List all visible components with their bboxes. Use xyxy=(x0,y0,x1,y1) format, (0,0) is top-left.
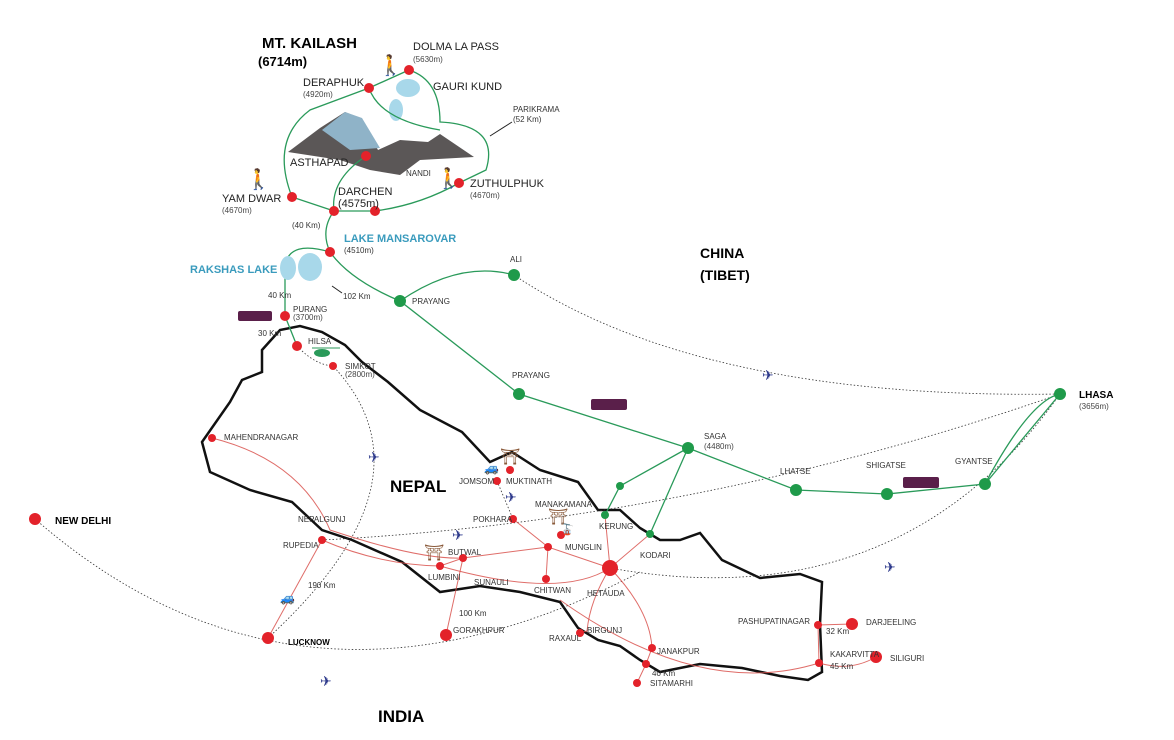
region-nepal: NEPAL xyxy=(390,477,446,496)
svg-text:KODARI: KODARI xyxy=(640,551,671,560)
svg-text:NEW DELHI: NEW DELHI xyxy=(55,516,111,527)
hiker-icon: 🚶 xyxy=(436,166,461,190)
svg-text:DERAPHUK: DERAPHUK xyxy=(303,77,365,89)
airplane-icon: ✈ xyxy=(505,489,517,505)
svg-text:MAHENDRANAGAR: MAHENDRANAGAR xyxy=(224,433,298,442)
svg-text:MUNGLIN: MUNGLIN xyxy=(565,543,602,552)
parikrama-label: PARIKRAMA xyxy=(513,105,560,114)
svg-text:LHASA: LHASA xyxy=(1079,390,1113,401)
kailash-elevation: (6714m) xyxy=(258,54,307,69)
svg-text:SIMKOT: SIMKOT xyxy=(345,362,376,371)
svg-text:ZUTHULPHUK: ZUTHULPHUK xyxy=(470,178,545,190)
svg-text:40 Km: 40 Km xyxy=(652,669,675,678)
svg-text:RUPEDIA: RUPEDIA xyxy=(283,541,319,550)
svg-text:GYANTSE: GYANTSE xyxy=(955,457,993,466)
place-labels: DOLMA LA PASS (5630m) DERAPHUK(4920m) GAU… xyxy=(55,41,1113,688)
temple-icon: ⛩ xyxy=(548,508,568,526)
svg-text:SUNAULI: SUNAULI xyxy=(474,578,509,587)
svg-text:(3656m): (3656m) xyxy=(1079,402,1109,411)
svg-text:LUMBINI: LUMBINI xyxy=(428,573,460,582)
svg-text:(2800m): (2800m) xyxy=(345,370,375,379)
airplane-icon: ✈ xyxy=(452,527,464,543)
svg-text:PRAYANG: PRAYANG xyxy=(512,371,550,380)
svg-text:40 Km: 40 Km xyxy=(268,291,291,300)
region-china: CHINA xyxy=(700,245,744,261)
svg-text:(40 Km): (40 Km) xyxy=(292,221,321,230)
parikrama-distance: (52 Km) xyxy=(513,115,542,124)
airplane-icon: ✈ xyxy=(762,367,774,383)
svg-text:RAXAUL: RAXAUL xyxy=(549,634,582,643)
svg-text:ASTHAPAD: ASTHAPAD xyxy=(290,157,349,169)
svg-text:KERUNG: KERUNG xyxy=(599,522,633,531)
svg-text:PRAYANG: PRAYANG xyxy=(412,297,450,306)
svg-text:BIRGUNJ: BIRGUNJ xyxy=(587,626,622,635)
stop-markers xyxy=(29,65,1066,687)
svg-text:POKHARA: POKHARA xyxy=(473,515,513,524)
svg-text:MANAKAMANA: MANAKAMANA xyxy=(535,500,593,509)
svg-text:SILIGURI: SILIGURI xyxy=(890,654,924,663)
svg-text:YAM DWAR: YAM DWAR xyxy=(222,193,281,205)
kailash-title: MT. KAILASH xyxy=(262,35,357,52)
svg-text:KAKARVITTA: KAKARVITTA xyxy=(830,650,880,659)
helicopter-icon xyxy=(312,347,340,357)
svg-text:HETAUDA: HETAUDA xyxy=(587,589,625,598)
distance-labels: (40 Km) 40 Km 102 Km 30 Km 190 Km 100 Km… xyxy=(258,221,853,678)
svg-text:SAGA: SAGA xyxy=(704,432,727,441)
hiker-icon: 🚶 xyxy=(378,53,403,77)
svg-text:(4920m): (4920m) xyxy=(303,90,333,99)
svg-text:BUTWAL: BUTWAL xyxy=(448,548,482,557)
svg-text:(4670m): (4670m) xyxy=(470,191,500,200)
svg-text:SHIGATSE: SHIGATSE xyxy=(866,461,906,470)
svg-text:LHATSE: LHATSE xyxy=(780,467,811,476)
svg-text:(4575m): (4575m) xyxy=(338,198,379,210)
cable-car-icon: 🚡 xyxy=(560,523,574,536)
nepal-border xyxy=(200,324,824,682)
svg-text:DARJEELING: DARJEELING xyxy=(866,618,916,627)
svg-text:PURANG: PURANG xyxy=(293,305,327,314)
parikrama-arrow xyxy=(489,121,513,137)
svg-text:DOLMA LA PASS: DOLMA LA PASS xyxy=(413,41,499,53)
region-india: INDIA xyxy=(378,707,424,726)
airplane-icon: ✈ xyxy=(320,673,332,689)
lake-mansarovar: LAKE MANSAROVAR xyxy=(344,233,456,245)
bus-icon xyxy=(238,311,272,321)
svg-text:JANAKPUR: JANAKPUR xyxy=(657,647,700,656)
svg-text:CHITWAN: CHITWAN xyxy=(534,586,571,595)
svg-text:MUKTINATH: MUKTINATH xyxy=(506,477,552,486)
svg-text:HILSA: HILSA xyxy=(308,337,332,346)
svg-text:100 Km: 100 Km xyxy=(459,609,487,618)
airplane-icon: ✈ xyxy=(884,559,896,575)
svg-text:45 Km: 45 Km xyxy=(830,662,853,671)
svg-text:GAURI KUND: GAURI KUND xyxy=(433,81,502,93)
mansarovar-elev: (4510m) xyxy=(344,246,374,255)
svg-text:30 Km: 30 Km xyxy=(258,329,281,338)
hiker-icon: 🚶 xyxy=(246,167,271,191)
svg-text:(4480m): (4480m) xyxy=(704,442,734,451)
svg-text:(3700m): (3700m) xyxy=(293,313,323,322)
svg-text:NEPALGUNJ: NEPALGUNJ xyxy=(298,515,345,524)
svg-text:102 Km: 102 Km xyxy=(343,292,371,301)
bus-icon xyxy=(591,399,627,410)
temple-icon: ⛩ xyxy=(424,544,444,562)
svg-text:DARCHEN: DARCHEN xyxy=(338,186,392,198)
svg-text:PASHUPATINAGAR: PASHUPATINAGAR xyxy=(738,617,810,626)
airplane-icon: ✈ xyxy=(368,449,380,465)
kailash-mountain xyxy=(288,79,474,175)
svg-text:LUCKNOW: LUCKNOW xyxy=(288,638,330,647)
svg-text:ALI: ALI xyxy=(510,255,522,264)
svg-text:GORAKHPUR: GORAKHPUR xyxy=(453,626,505,635)
svg-text:32 Km: 32 Km xyxy=(826,627,849,636)
lake-rakshas: RAKSHAS LAKE xyxy=(190,264,277,276)
svg-text:(5630m): (5630m) xyxy=(413,55,443,64)
svg-text:(4670m): (4670m) xyxy=(222,206,252,215)
svg-text:SITAMARHI: SITAMARHI xyxy=(650,679,693,688)
car-icon: 🚙 xyxy=(280,591,295,605)
bus-icon xyxy=(903,477,939,488)
region-tibet: (TIBET) xyxy=(700,267,750,283)
svg-text:190 Km: 190 Km xyxy=(308,581,336,590)
car-icon: 🚙 xyxy=(484,461,499,475)
svg-text:JOMSOM: JOMSOM xyxy=(459,477,494,486)
temple-icon: ⛩ xyxy=(500,448,520,466)
svg-text:NANDI: NANDI xyxy=(406,169,431,178)
